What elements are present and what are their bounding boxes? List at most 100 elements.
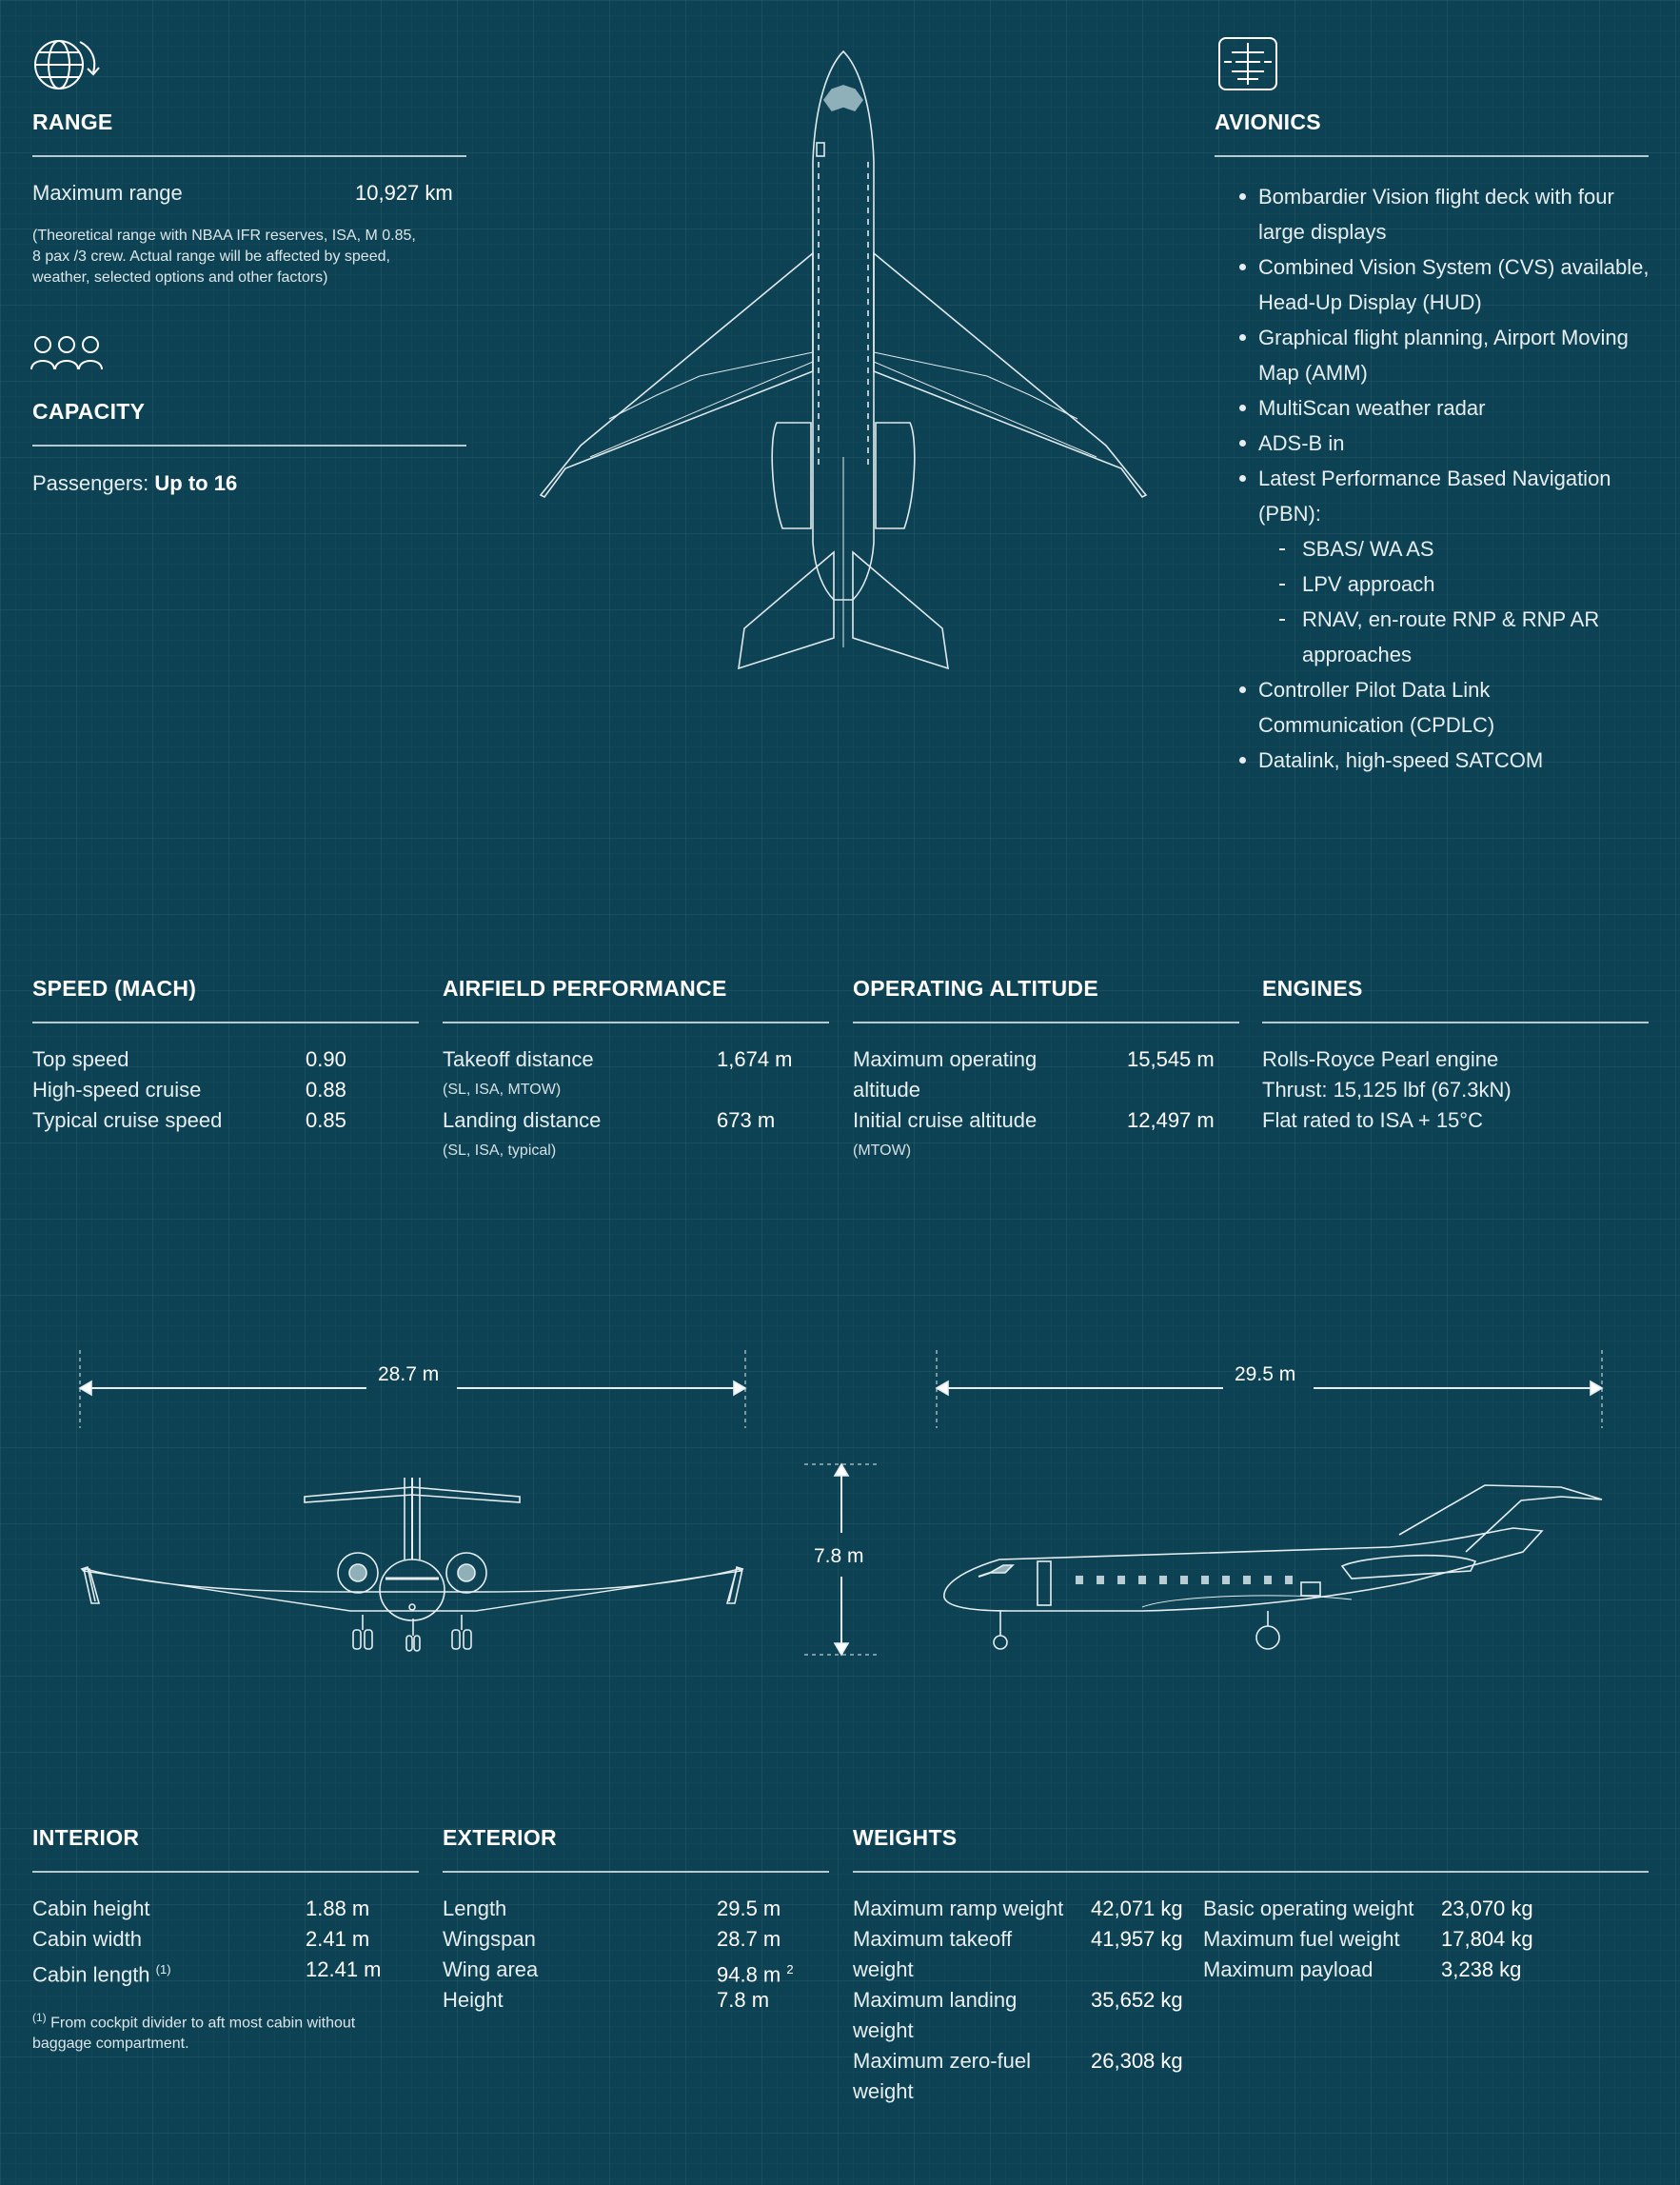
exterior-heading: EXTERIOR	[443, 1825, 557, 1850]
weights-label: Maximum ramp weight	[853, 1897, 1064, 1920]
list-item: Graphical flight planning, Airport Movin…	[1258, 326, 1629, 385]
bullet	[1239, 757, 1246, 764]
engines-heading: ENGINES	[1262, 976, 1363, 1001]
avionics-rule	[1215, 155, 1649, 157]
dash	[1279, 548, 1285, 550]
interior-label: Cabin width	[32, 1927, 142, 1951]
exterior-label: Length	[443, 1897, 507, 1920]
speed-label: Typical cruise speed	[32, 1108, 223, 1132]
dimension-drawings	[0, 1333, 1680, 1680]
speed-value: 0.90	[306, 1047, 346, 1071]
dash	[1279, 619, 1285, 621]
wingspan-label: 28.7 m	[378, 1363, 440, 1385]
weights-value: 35,652 kg	[1091, 1988, 1183, 2012]
speed-label: Top speed	[32, 1047, 129, 1071]
altitude-value: 15,545 m	[1127, 1047, 1215, 1071]
bullet	[1239, 686, 1246, 693]
range-value: 10,927 km	[355, 181, 453, 205]
range-rule	[32, 155, 466, 157]
airfield-value: 673 m	[717, 1108, 776, 1132]
bullet	[1239, 475, 1246, 482]
altitude-heading: OPERATING ALTITUDE	[853, 976, 1098, 1001]
speed-heading: SPEED (MACH)	[32, 976, 197, 1001]
exterior-label: Wing area	[443, 1957, 539, 1981]
engines-line: Rolls-Royce Pearl engine	[1262, 1047, 1499, 1071]
airfield-sub: (SL, ISA, MTOW)	[443, 1082, 562, 1098]
weights-label: Basic operating weight	[1203, 1897, 1414, 1920]
airfield-sub: (SL, ISA, typical)	[443, 1142, 557, 1159]
exterior-label: Height	[443, 1988, 504, 2012]
capacity-rule	[32, 445, 466, 447]
exterior-value: 94.8 m 2	[717, 1962, 794, 1987]
weights-value: 42,071 kg	[1091, 1897, 1183, 1920]
list-item: Combined Vision System (CVS) available,H…	[1258, 255, 1650, 314]
speed-rule	[32, 1022, 419, 1023]
altitude-label: Initial cruise altitude	[853, 1108, 1038, 1132]
engines-rule	[1262, 1022, 1649, 1023]
interior-heading: INTERIOR	[32, 1825, 140, 1850]
exterior-value: 28.7 m	[717, 1927, 781, 1951]
interior-label: Cabin length (1)	[32, 1962, 171, 1987]
aircraft-top-view	[533, 48, 1152, 681]
engines-line: Thrust: 15,125 lbf (67.3kN)	[1262, 1078, 1512, 1102]
speed-value: 0.85	[306, 1108, 346, 1132]
bullet	[1239, 264, 1246, 270]
exterior-label: Wingspan	[443, 1927, 536, 1951]
exterior-value: 29.5 m	[717, 1897, 781, 1920]
weights-heading: WEIGHTS	[853, 1825, 958, 1850]
capacity-label: Passengers:	[32, 471, 149, 495]
list-item: Datalink, high-speed SATCOM	[1258, 748, 1544, 772]
list-item: SBAS/ WA AS	[1302, 537, 1434, 561]
bullet	[1239, 193, 1246, 200]
bullet	[1239, 405, 1246, 411]
list-item: Latest Performance Based Navigation(PBN)…	[1258, 467, 1611, 526]
airfield-heading: AIRFIELD PERFORMANCE	[443, 976, 727, 1001]
range-label: Maximum range	[32, 181, 183, 205]
exterior-rule	[443, 1871, 829, 1873]
list-item: MultiScan weather radar	[1258, 396, 1486, 420]
dash	[1279, 584, 1285, 586]
interior-value: 2.41 m	[306, 1927, 370, 1951]
weights-rule	[853, 1871, 1649, 1873]
airfield-rule	[443, 1022, 829, 1023]
attitude-indicator-icon	[1216, 35, 1279, 92]
exterior-value: 7.8 m	[717, 1988, 770, 2012]
people-icon	[30, 333, 103, 371]
weights-value: 23,070 kg	[1441, 1897, 1533, 1920]
interior-value: 1.88 m	[306, 1897, 370, 1920]
interior-rule	[32, 1871, 419, 1873]
capacity-value: Up to 16	[154, 471, 238, 495]
speed-label: High-speed cruise	[32, 1078, 202, 1102]
altitude-value: 12,497 m	[1127, 1108, 1215, 1132]
airfield-label: Landing distance	[443, 1108, 602, 1132]
globe-arrow-icon	[30, 36, 105, 91]
list-item: LPV approach	[1302, 572, 1435, 596]
weights-value: 41,957 kg	[1091, 1927, 1183, 1951]
interior-label: Cabin height	[32, 1897, 150, 1920]
altitude-sub: (MTOW)	[853, 1142, 912, 1159]
speed-value: 0.88	[306, 1078, 346, 1102]
range-note: (Theoretical range with NBAA IFR reserve…	[32, 228, 416, 286]
length-label: 29.5 m	[1235, 1363, 1296, 1385]
weights-value: 17,804 kg	[1441, 1927, 1533, 1951]
weights-label: Maximum fuel weight	[1203, 1927, 1400, 1951]
height-label: 7.8 m	[814, 1545, 864, 1567]
interior-value: 12.41 m	[306, 1957, 382, 1981]
bullet	[1239, 440, 1246, 447]
capacity-row: Passengers: Up to 16	[32, 468, 237, 499]
engines-line: Flat rated to ISA + 15°C	[1262, 1108, 1483, 1132]
weights-value: 26,308 kg	[1091, 2049, 1183, 2073]
bullet	[1239, 334, 1246, 341]
weights-value: 3,238 kg	[1441, 1957, 1522, 1981]
range-heading: RANGE	[32, 109, 113, 134]
interior-footnote: (1) From cockpit divider to aft most cab…	[32, 2011, 356, 2053]
capacity-heading: CAPACITY	[32, 399, 146, 424]
airfield-label: Takeoff distance	[443, 1047, 594, 1071]
